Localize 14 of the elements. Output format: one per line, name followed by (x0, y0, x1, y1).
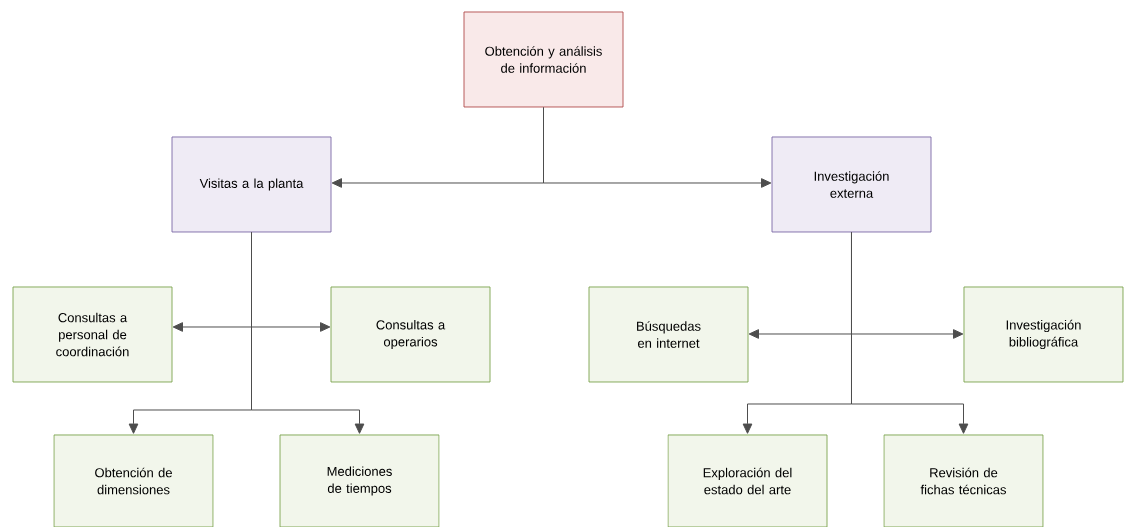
arrow (543, 106, 772, 188)
box: Exploración del estado del arte (667, 434, 828, 527)
box: Obtención y análisis de información (463, 11, 624, 108)
box: Búsquedas en internet (588, 286, 749, 383)
box: Investigación externa (771, 136, 932, 233)
box: Investigación bibliográfica (963, 286, 1124, 383)
arrow (251, 231, 365, 434)
box: Obtención de dimensiones (53, 434, 214, 527)
arrow (851, 231, 969, 434)
box: Consultas a personal de coordinación (12, 286, 173, 383)
box: Revisión de fichas técnicas (883, 434, 1044, 527)
box: Consultas a operarios (330, 286, 491, 383)
box: Visitas a la planta (171, 136, 332, 233)
box: Mediciones de tiempos (279, 434, 440, 527)
